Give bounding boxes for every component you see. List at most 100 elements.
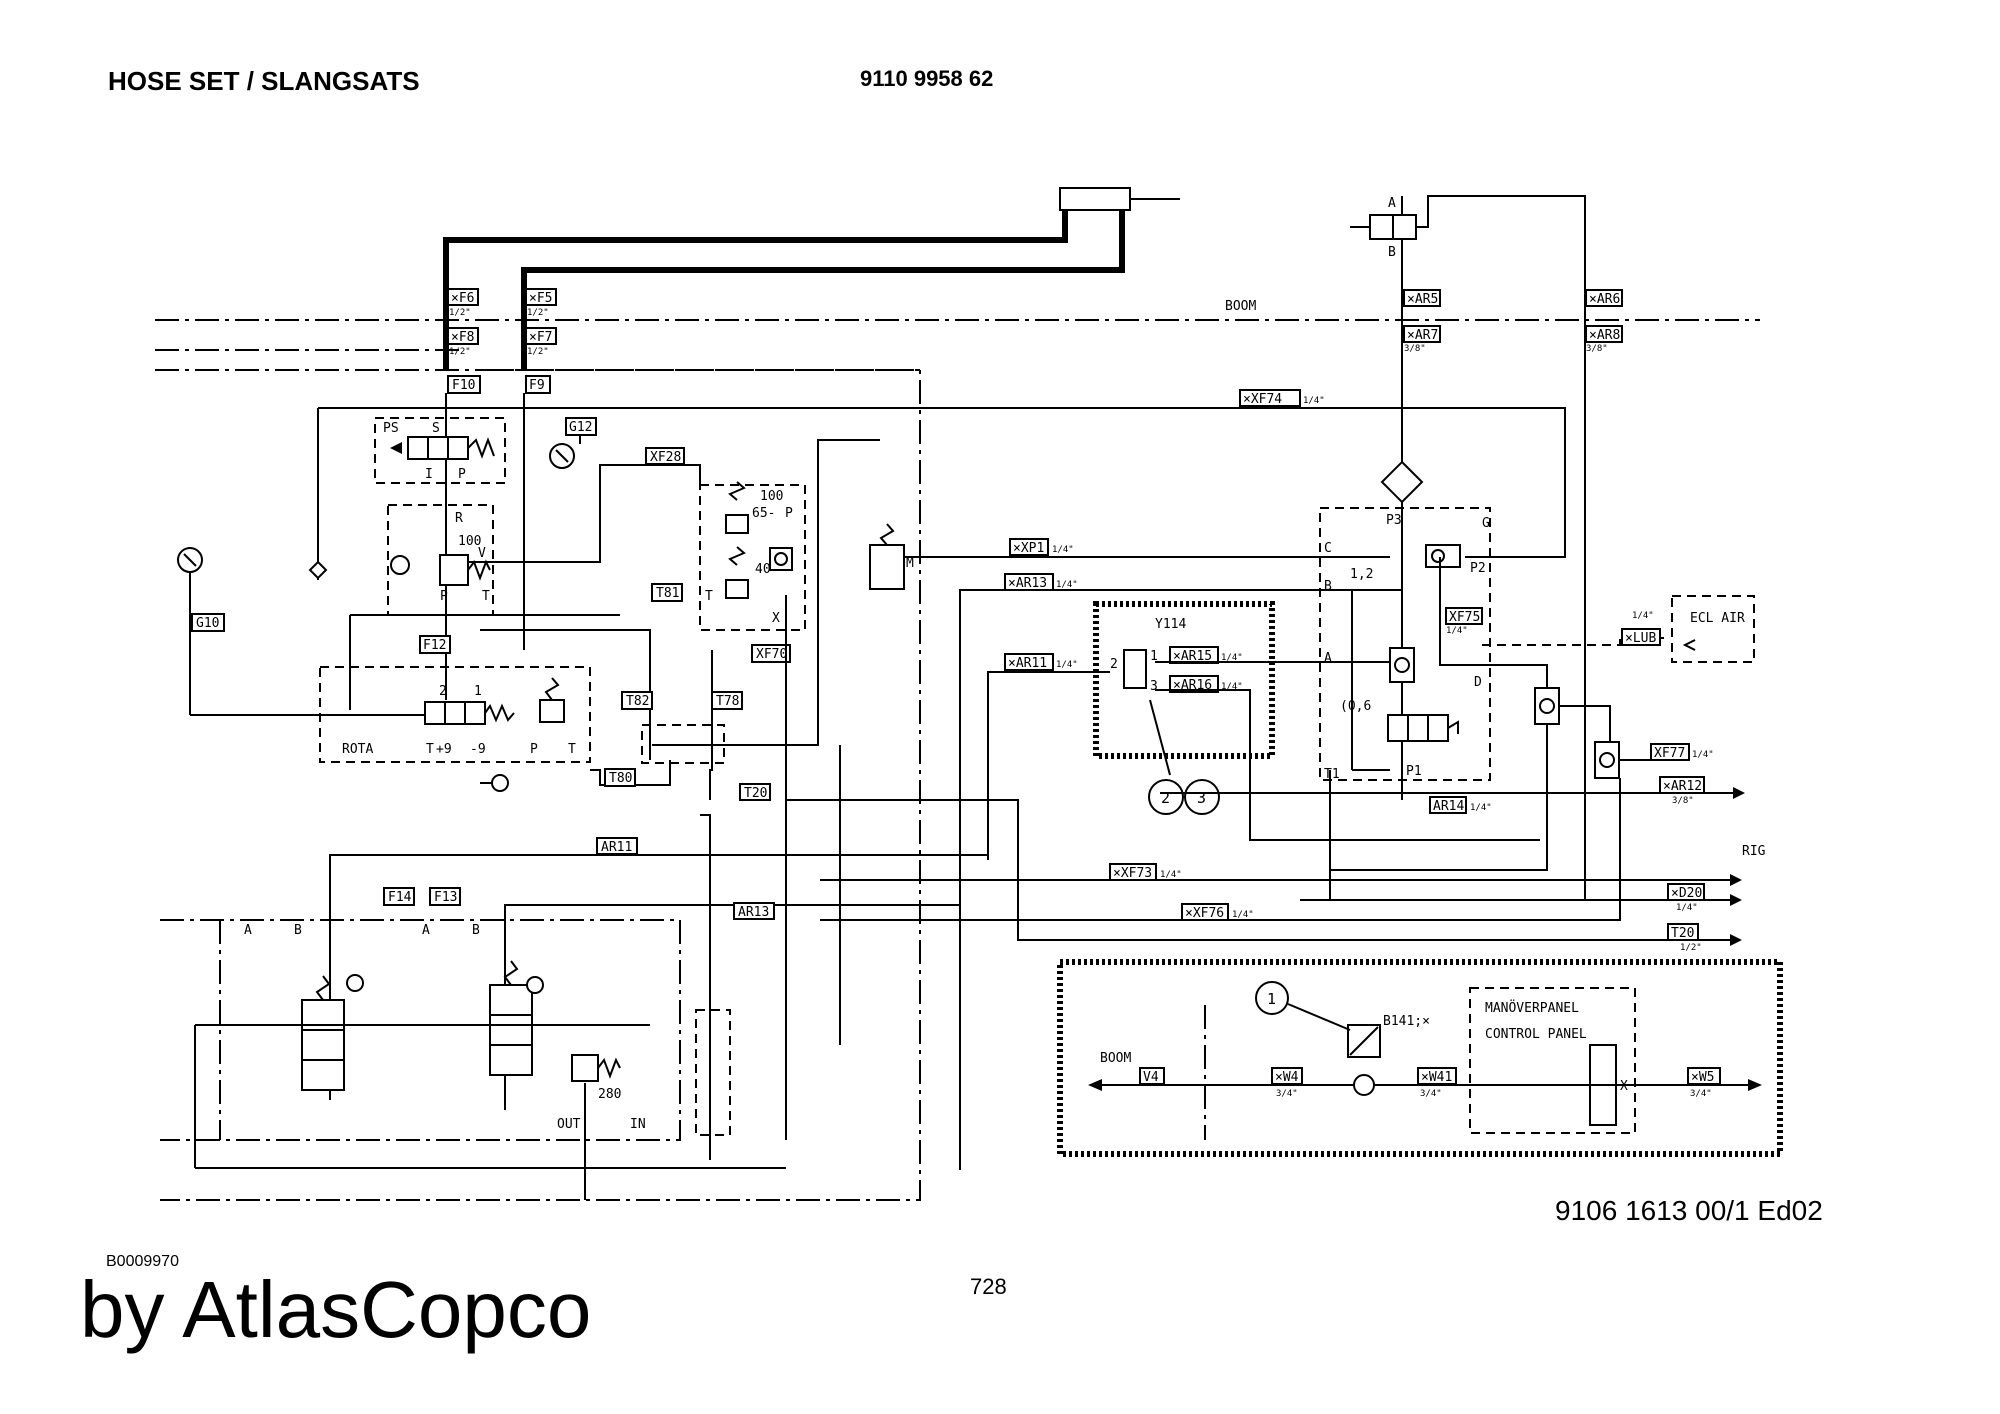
tag-xf73: ×XF73 — [1113, 866, 1152, 881]
boom-label-top: BOOM — [1225, 299, 1256, 314]
svg-text:T1: T1 — [1324, 767, 1340, 782]
manoverpanel-box — [1469, 987, 1636, 1134]
ps-valve-group — [374, 417, 506, 484]
svg-text:1/4": 1/4" — [1303, 396, 1325, 406]
line-xf28 — [468, 464, 701, 563]
line-t81 — [480, 629, 651, 760]
callout-2 — [1148, 779, 1184, 815]
rota-valve-group — [319, 666, 591, 763]
svg-text:3/8": 3/8" — [1672, 796, 1694, 806]
label-rig: RIG — [1742, 844, 1766, 859]
svg-text:T: T — [482, 589, 490, 604]
svg-text:1/4": 1/4" — [1446, 626, 1468, 636]
svg-text:V: V — [478, 546, 486, 561]
svg-text:65-: 65- — [752, 506, 775, 521]
svg-text:B: B — [1324, 579, 1332, 594]
tag-xw41: ×W41 — [1421, 1070, 1452, 1085]
tag-f13: F13 — [434, 890, 457, 905]
tag-f8: ×F8 — [451, 330, 474, 345]
svg-text:T: T — [568, 742, 576, 757]
tag-xar7: ×AR7 — [1407, 328, 1438, 343]
tag-t20-right: T20 — [1671, 926, 1694, 941]
tag-xf28: XF28 — [650, 450, 681, 465]
part-number: 9110 9958 62 — [860, 66, 994, 91]
svg-text:1/4": 1/4" — [1052, 545, 1074, 555]
document-reference: 9106 1613 00/1 Ed02 — [1555, 1195, 1823, 1226]
line-xf76 — [820, 778, 1621, 921]
image-code: B0009970 — [106, 1253, 179, 1270]
svg-text:1/2": 1/2" — [527, 308, 549, 318]
svg-text:P: P — [440, 589, 448, 604]
svg-text:1/4": 1/4" — [1676, 903, 1698, 913]
svg-text:A: A — [1388, 196, 1396, 211]
svg-text:1/4": 1/4" — [1056, 580, 1078, 590]
pressure-reducer-group — [699, 484, 806, 631]
directional-valve-left — [301, 999, 345, 1091]
svg-text:40: 40 — [755, 562, 771, 577]
svg-text:X: X — [772, 611, 780, 626]
svg-text:1: 1 — [1150, 649, 1158, 664]
svg-text:3: 3 — [1150, 679, 1158, 694]
tag-xd20: ×D20 — [1671, 886, 1702, 901]
tag-xf76: ×XF76 — [1185, 906, 1224, 921]
svg-text:1/4": 1/4" — [1692, 750, 1714, 760]
tag-xf74: ×XF74 — [1243, 392, 1282, 407]
svg-text:P1: P1 — [1406, 764, 1422, 779]
line-ar11-internal — [329, 854, 988, 1100]
svg-text:I: I — [425, 467, 433, 482]
svg-text:3/4": 3/4" — [1420, 1089, 1442, 1099]
tag-xar11: ×AR11 — [1008, 656, 1047, 671]
svg-text:P: P — [458, 467, 466, 482]
line-ar13 — [959, 589, 1390, 1170]
tag-t80: T80 — [609, 771, 632, 786]
svg-text:2: 2 — [1110, 657, 1118, 672]
svg-text:OUT: OUT — [557, 1117, 581, 1132]
tag-f9: F9 — [529, 378, 545, 393]
svg-text:2: 2 — [1161, 789, 1170, 807]
svg-text:T: T — [705, 589, 713, 604]
tag-f10: F10 — [452, 378, 475, 393]
svg-text:M: M — [906, 556, 914, 571]
svg-text:B: B — [472, 923, 480, 938]
page-number: 728 — [970, 1274, 1007, 1299]
svg-text:S: S — [432, 421, 440, 436]
svg-text:280: 280 — [598, 1087, 621, 1102]
lower-valve-enclosure — [160, 919, 681, 1141]
svg-text:R: R — [455, 511, 463, 526]
svg-text:1/4": 1/4" — [1632, 611, 1654, 621]
page-title: HOSE SET / SLANGSATS — [108, 66, 420, 96]
svg-text:3/4": 3/4" — [1276, 1089, 1298, 1099]
shuttle-right-2 — [1594, 741, 1620, 779]
tag-xw5: ×W5 — [1691, 1070, 1714, 1085]
svg-text:1,2: 1,2 — [1350, 567, 1373, 582]
filter-icon — [1380, 460, 1424, 504]
ps-pilot-icon — [390, 442, 402, 454]
tag-xlub: ×LUB — [1625, 631, 1656, 646]
ps-directional-valve — [407, 436, 469, 460]
tag-ar13: AR13 — [738, 905, 769, 920]
check-valve-icon-2 — [491, 774, 509, 792]
svg-text:3: 3 — [1197, 789, 1206, 807]
svg-text:(0,6: (0,6 — [1340, 699, 1371, 714]
tag-f5: ×F5 — [529, 291, 552, 306]
tag-xf75: XF75 — [1449, 610, 1480, 625]
cylinder-body — [1059, 187, 1131, 211]
line-d20 — [1329, 770, 1730, 901]
tag-t20-left: T20 — [744, 786, 767, 801]
svg-text:2: 2 — [439, 684, 447, 699]
svg-text:1: 1 — [1267, 990, 1276, 1008]
valve-block-enclosure — [160, 369, 921, 1201]
tag-xar8: ×AR8 — [1589, 328, 1620, 343]
svg-text:X: X — [1620, 1079, 1628, 1094]
svg-text:1/2": 1/2" — [527, 347, 549, 357]
lub-valve — [1387, 714, 1449, 742]
svg-text:1/4": 1/4" — [1232, 910, 1254, 920]
svg-text:B: B — [1388, 245, 1396, 260]
svg-text:P: P — [785, 506, 793, 521]
svg-text:100: 100 — [458, 534, 481, 549]
label-y114: Y114 — [1155, 617, 1186, 632]
label-control-panel: CONTROL PANEL — [1485, 1027, 1587, 1042]
y114-solenoid-box — [1093, 601, 1275, 759]
ecl-air-box — [1671, 595, 1755, 663]
